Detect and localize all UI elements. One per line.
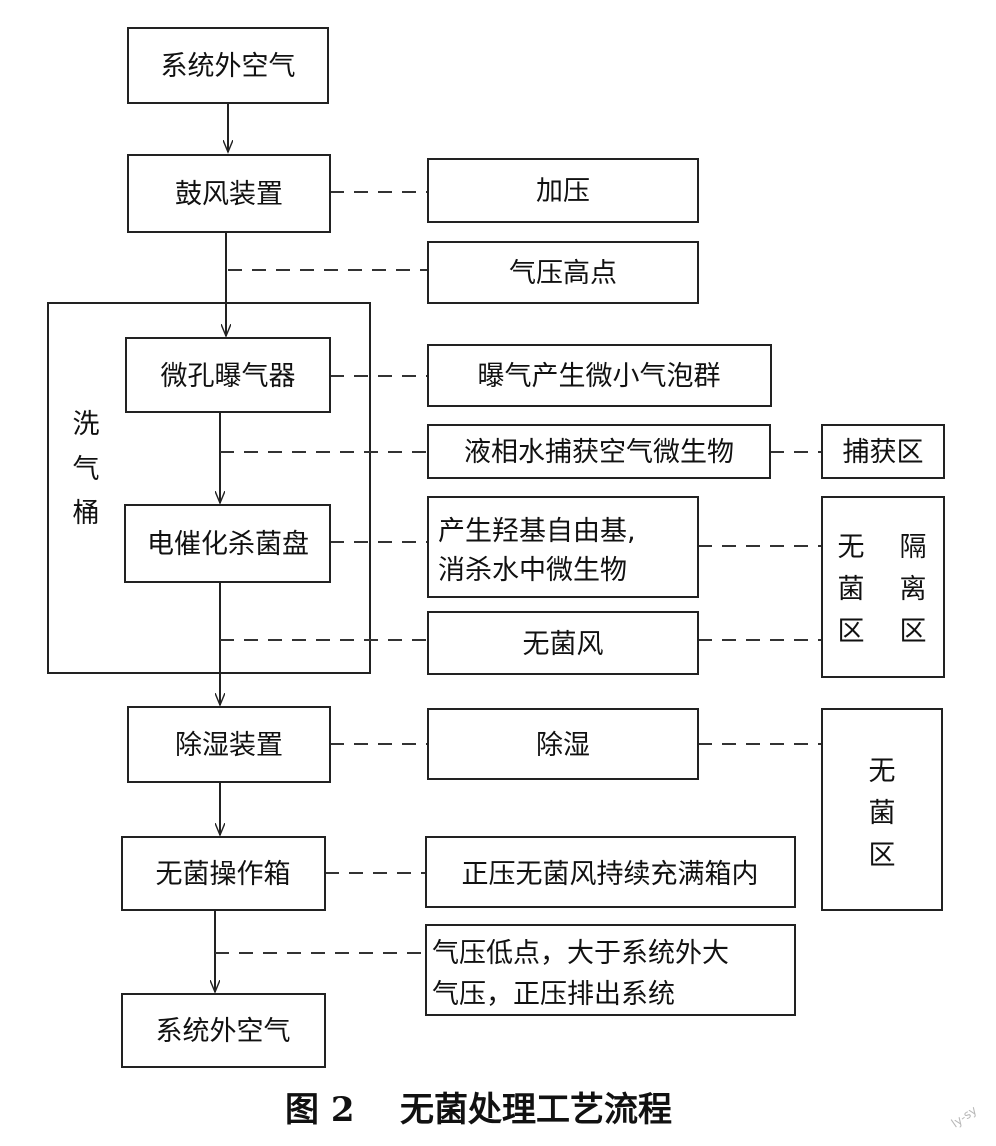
annot-bubbles-label: 曝气产生微小气泡群	[478, 361, 721, 392]
isolation-col1-char-1: 无	[838, 532, 865, 563]
flow-box-4-label: 电催化杀菌盘	[147, 529, 309, 560]
flow-box-6-label: 无菌操作箱	[156, 859, 291, 890]
isolation-col1-char-2: 菌	[838, 574, 865, 605]
annot-sterile-air-box	[427, 611, 699, 675]
flow-box-7	[121, 993, 326, 1068]
wash-tank-frame	[47, 302, 371, 674]
main-flow-arrows	[215, 103, 228, 992]
annot-pressure-high-box	[427, 241, 699, 304]
annot-pressure-low-line-2: 气压，正压排出系统	[432, 979, 675, 1010]
figure-caption: 图 2 无菌处理工艺流程	[285, 1090, 672, 1130]
caption-title: 无菌处理工艺流程	[400, 1090, 672, 1130]
flow-box-6	[121, 836, 326, 911]
annotation-labels: 加压 气压高点 曝气产生微小气泡群 液相水捕获空气微生物 捕获区 产生羟基自由基…	[432, 176, 927, 1010]
flow-box-2-label: 鼓风装置	[175, 179, 283, 210]
annot-pressure-high-label: 气压高点	[509, 258, 617, 289]
annot-dehumidify-box	[427, 708, 699, 780]
annot-pressure-low-line-1: 气压低点，大于系统外大	[432, 938, 729, 969]
annot-radicals-box	[427, 496, 699, 598]
flow-box-3	[125, 337, 331, 413]
flow-box-7-label: 系统外空气	[156, 1016, 291, 1047]
wash-tank-char-2: 气	[73, 454, 100, 485]
annot-capture-zone-box	[821, 424, 945, 479]
annot-bubbles-box	[427, 344, 772, 407]
annot-sterile-air-label: 无菌风	[523, 629, 604, 660]
annot-dehumidify-label: 除湿	[536, 730, 590, 761]
annot-radicals-line-2: 消杀水中微生物	[438, 555, 627, 586]
isolation-col2-char-1: 隔	[900, 532, 927, 563]
sterile-zone-char-3: 区	[869, 840, 896, 871]
isolation-col2-char-2: 离	[900, 574, 927, 605]
main-flow-boxes	[121, 27, 331, 1068]
flow-box-3-label: 微孔曝气器	[161, 361, 296, 392]
wash-tank-char-3: 桶	[73, 498, 100, 529]
flow-box-5-label: 除湿装置	[175, 730, 283, 761]
annot-positive-pressure-box	[425, 836, 796, 908]
watermark: ly-sy	[949, 1103, 980, 1130]
annot-capture-zone-label: 捕获区	[843, 437, 924, 468]
annot-sterile-zone-box	[821, 708, 943, 911]
annot-isolation-box	[821, 496, 945, 678]
annotation-boxes	[425, 158, 945, 1016]
dashed-connectors	[215, 191, 822, 954]
flow-box-4	[124, 504, 331, 583]
flow-box-1-label: 系统外空气	[161, 51, 296, 82]
annot-pressurize-box	[427, 158, 699, 223]
annot-liquid-capture-label: 液相水捕获空气微生物	[464, 437, 734, 468]
sterile-zone-char-2: 菌	[869, 798, 896, 829]
caption-label: 图 2	[285, 1090, 355, 1130]
wash-tank-group: 洗 气 桶	[47, 302, 371, 674]
wash-tank-char-1: 洗	[73, 409, 100, 440]
annot-pressurize-label: 加压	[536, 176, 590, 207]
annot-liquid-capture-box	[427, 424, 771, 479]
main-flow-labels: 系统外空气 鼓风装置 微孔曝气器 电催化杀菌盘 除湿装置 无菌操作箱 系统外空气	[147, 51, 309, 1047]
flow-box-1	[127, 27, 329, 104]
annot-pressure-low-box	[425, 924, 796, 1016]
flow-box-5	[127, 706, 331, 783]
flow-box-2	[127, 154, 331, 233]
isolation-col1-char-3: 区	[838, 616, 865, 647]
annot-positive-pressure-label: 正压无菌风持续充满箱内	[462, 859, 759, 890]
sterile-zone-char-1: 无	[869, 756, 896, 787]
isolation-col2-char-3: 区	[900, 616, 927, 647]
annot-radicals-line-1: 产生羟基自由基,	[438, 516, 636, 547]
